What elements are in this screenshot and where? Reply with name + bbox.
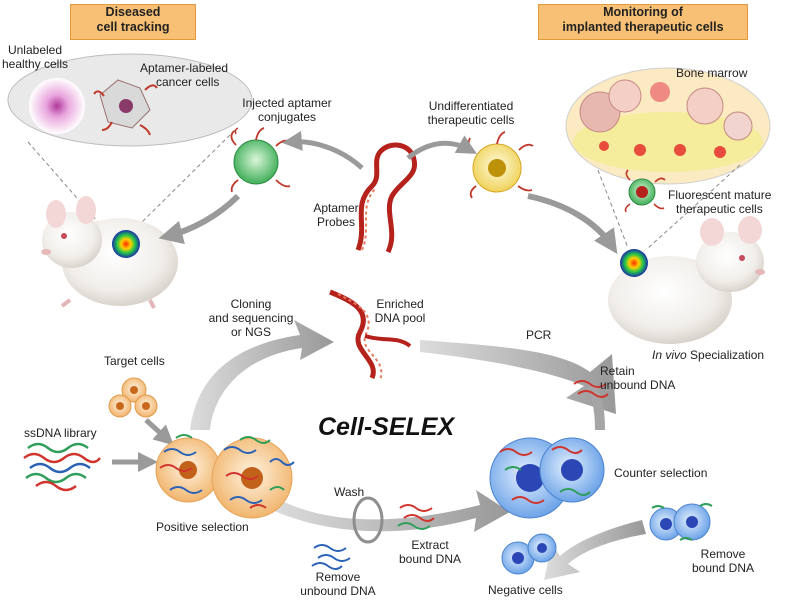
label-aptamer-probes: Aptamer Probes [306,201,366,229]
positive-selection-cells [155,434,295,519]
negative-cells [501,533,557,575]
mouse-left-illustration [41,196,178,309]
undifferentiated-cell [467,131,534,199]
header-left-line2: cell tracking [96,20,170,34]
ssdna-library-strands [23,442,101,492]
retain-unbound-strands [573,380,609,398]
label-line: conjugates [257,110,317,124]
label-positive-selection: Positive selection [156,520,249,534]
label-line: Probes [316,215,356,229]
aptamer-probe-structure [329,142,418,381]
remove-bound-cells [649,503,713,541]
label-line: therapeutic cells [427,113,515,127]
label-line: healthy cells [1,57,69,71]
healthy-cell-icon [29,78,85,134]
bone-marrow-inset [565,67,771,249]
label-target-cells: Target cells [104,354,165,368]
label-in-vivo: In vivo [652,348,687,362]
label-line: unbound DNA [300,584,376,598]
label-line: Aptamer-labeled [140,61,229,75]
label-counter-selection: Counter selection [614,466,708,480]
selex-cycle-arrows [112,320,646,580]
header-monitoring-implanted: Monitoring of implanted therapeutic cell… [538,4,748,40]
target-cells-cluster [108,377,158,418]
counter-selection-cells [489,437,605,519]
label-line: Undifferentiated [428,99,514,113]
fluorescence-signal-right [620,249,648,277]
label-line: therapeutic cells [676,202,763,216]
label-undifferentiated: Undifferentiated therapeutic cells [406,99,536,127]
label-remove-bound: Remove bound DNA [680,547,766,575]
header-diseased-cell-tracking: Diseased cell tracking [70,4,196,40]
label-line: Fluorescent mature [668,188,772,202]
label-line: Extract [411,538,449,552]
label-line: unbound DNA [600,378,676,392]
label-line: Enriched [376,297,424,311]
fluorescent-mature-cell [624,169,666,213]
label-retain-unbound: Retain unbound DNA [600,364,675,392]
label-bone-marrow: Bone marrow [676,66,748,80]
label-extract-bound: Extract bound DNA [394,538,466,566]
label-line: bound DNA [691,561,755,575]
mouse-right-illustration [608,216,765,344]
label-line: Cloning [230,297,272,311]
label-injected-conjugates: Injected aptamer conjugates [228,96,346,124]
label-line: and sequencing [208,311,294,325]
label-line: or NGS [230,325,271,339]
fluorescence-signal-left [112,230,140,258]
label-line: cancer cells [156,75,220,89]
label-enriched-pool: Enriched DNA pool [360,297,440,325]
label-negative-cells: Negative cells [488,583,563,597]
label-wash: Wash [334,485,365,499]
label-line: bound DNA [398,552,462,566]
label-line: Remove [315,570,361,584]
label-line: Unlabeled [7,43,63,57]
label-line: Injected aptamer [242,96,332,110]
label-in-vivo-specialization: In vivo Specialization [652,348,764,362]
label-line: Retain [600,364,635,378]
header-right-line1: Monitoring of [603,5,683,19]
top-flow-arrows [158,130,618,254]
header-left-line1: Diseased [105,5,161,19]
unbound-dna-strands [311,544,351,570]
label-pcr: PCR [526,328,552,342]
label-line: DNA pool [374,311,426,325]
label-line: Remove [700,547,746,561]
label-cloning-sequencing: Cloning and sequencing or NGS [196,297,306,339]
cell-selex-title: Cell-SELEX [318,413,455,441]
bound-dna-strands [397,504,435,530]
label-aptamer-labeled: Aptamer-labeled cancer cells [140,61,228,89]
label-unlabeled-healthy: Unlabeled healthy cells [0,43,70,71]
label-specialization: Specialization [686,348,765,362]
header-right-line2: implanted therapeutic cells [562,20,724,34]
label-ssdna-library: ssDNA library [24,426,97,440]
injected-conjugate-cell [230,127,295,193]
label-fluorescent-mature: Fluorescent mature therapeutic cells [668,188,771,216]
label-remove-unbound: Remove unbound DNA [290,570,386,598]
label-line: Aptamer [313,201,359,215]
cell-tracking-inset [7,53,253,223]
